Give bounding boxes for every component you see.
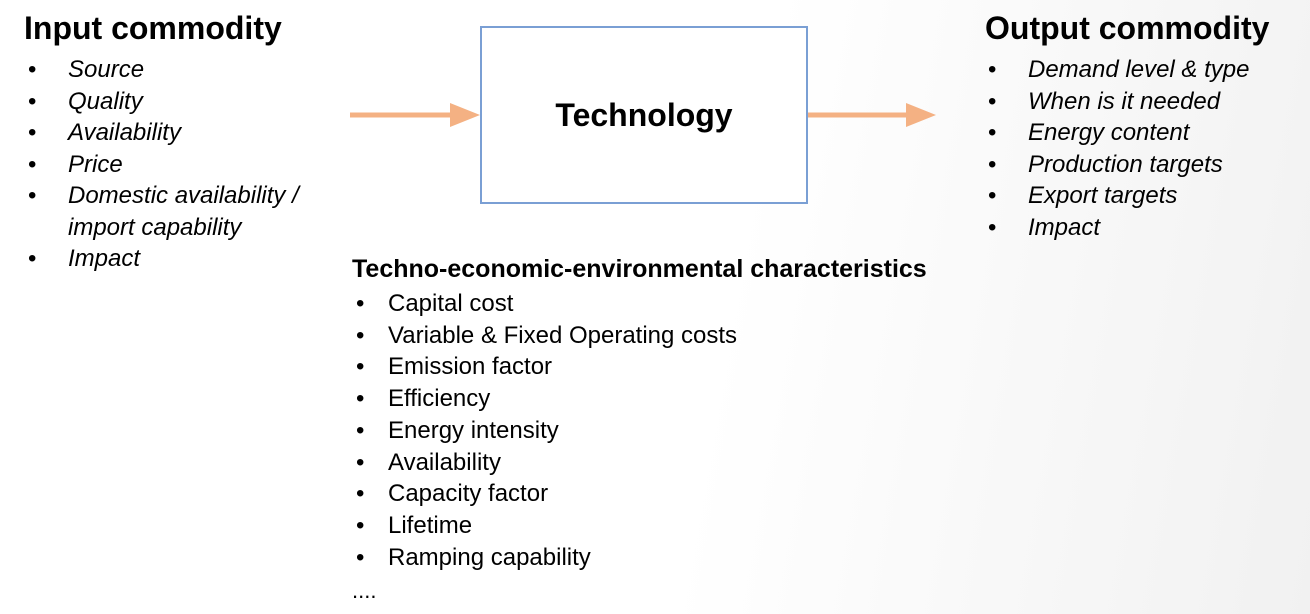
bullet-icon: •	[356, 353, 365, 381]
output-item-when-needed: When is it needed	[1028, 87, 1221, 115]
input-item-availability: Availability	[68, 119, 181, 146]
bullet-icon: •	[28, 182, 37, 209]
list-item: • Capital cost	[352, 288, 952, 320]
output-arrow	[808, 103, 936, 127]
output-item-export-targets: Export targets	[1028, 182, 1178, 209]
list-item: • Impact	[988, 212, 1308, 244]
input-commodity-heading: Input commodity	[24, 10, 282, 46]
output-commodity-list: •Demand level & type •When is it needed …	[988, 54, 1308, 243]
bullet-icon: •	[356, 511, 365, 539]
output-item-demand-level: Demand level & type	[1028, 56, 1250, 83]
characteristics-ellipsis: ....	[352, 578, 377, 603]
bullet-icon: •	[988, 119, 997, 146]
input-item-price: Price	[68, 150, 123, 178]
list-item: • Production targets	[988, 149, 1308, 181]
list-item: • Impact	[28, 243, 358, 275]
input-item-impact: Impact	[68, 245, 141, 272]
list-item: • Price	[28, 149, 358, 181]
list-item: • Quality	[28, 86, 358, 118]
list-item: • Ramping capability	[352, 542, 952, 574]
input-arrow	[350, 103, 480, 127]
char-item-operating-costs: Variable & Fixed Operating costs	[388, 321, 738, 349]
list-item: • When is it needed	[988, 86, 1308, 118]
list-item: • Demand level & type	[988, 54, 1308, 86]
bullet-icon: •	[356, 385, 365, 413]
char-item-emission-factor: Emission factor	[388, 353, 553, 381]
list-item: • Domestic availability / import capabili…	[28, 180, 358, 243]
list-item: • Capacity factor	[352, 478, 952, 510]
technology-box: Technology	[480, 26, 808, 204]
technology-label: Technology	[555, 96, 733, 133]
bullet-icon: •	[28, 119, 37, 146]
list-item: • Energy intensity	[352, 415, 952, 447]
bullet-icon: •	[356, 321, 365, 349]
list-item: • Lifetime	[352, 510, 952, 542]
char-item-capacity-factor: Capacity factor	[388, 480, 549, 508]
bullet-icon: •	[988, 213, 997, 241]
bullet-icon: •	[988, 87, 997, 115]
input-item-quality: Quality	[68, 87, 143, 115]
bullet-icon: •	[356, 448, 365, 476]
bullet-icon: •	[28, 150, 37, 178]
bullet-icon: •	[988, 150, 997, 178]
bullet-icon: •	[988, 56, 997, 83]
input-commodity-list: • Source • Quality • Availability • Price • D…	[28, 54, 358, 275]
char-item-energy-intensity: Energy intensity	[388, 416, 559, 444]
bullet-icon: •	[988, 182, 997, 209]
output-item-energy-content: Energy content	[1028, 119, 1190, 146]
char-item-ramping-capability: Ramping capability	[388, 543, 591, 571]
list-item: • Source	[28, 54, 358, 86]
char-item-capital-cost: Capital cost	[388, 290, 514, 317]
list-item: • Export targets	[988, 180, 1308, 212]
bullet-icon: •	[356, 416, 365, 444]
list-item: • Efficiency	[352, 383, 952, 415]
output-item-production-targets: Production targets	[1028, 150, 1223, 178]
input-item-source: Source	[68, 56, 145, 83]
char-item-availability: Availability	[388, 448, 501, 476]
bullet-icon: •	[356, 543, 365, 571]
bullet-icon: •	[28, 56, 37, 83]
characteristics-heading: Techno-economic-environmental characteri…	[352, 255, 927, 283]
bullet-icon: •	[28, 87, 37, 115]
output-commodity-heading: Output commodity	[985, 10, 1270, 46]
char-item-efficiency: Efficiency	[388, 385, 491, 413]
list-item: • Availability	[28, 117, 358, 149]
bullet-icon: •	[356, 480, 365, 508]
list-item: • Variable & Fixed Operating costs	[352, 320, 952, 352]
list-item: • Emission factor	[352, 351, 952, 383]
list-item: • Energy content	[988, 117, 1308, 149]
char-item-lifetime: Lifetime	[388, 511, 473, 539]
output-item-impact: Impact	[1028, 213, 1101, 241]
characteristics-list: • Capital cost • Variable & Fixed Operatin…	[352, 288, 952, 573]
input-item-domestic-availability: Domestic availability / import capabilit…	[68, 182, 299, 241]
bullet-icon: •	[356, 290, 365, 317]
list-item: • Availability	[352, 447, 952, 479]
bullet-icon: •	[28, 245, 37, 272]
